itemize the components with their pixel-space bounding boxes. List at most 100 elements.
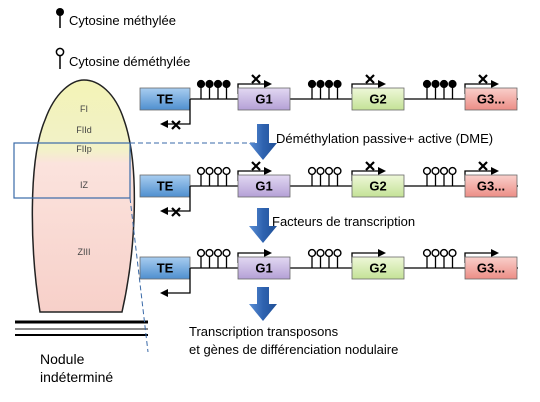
demethylated-cytosine-icon	[431, 248, 440, 258]
g3-box	[464, 174, 518, 198]
zone-label-ziii: ZIII	[78, 247, 91, 257]
g2-label: G2	[369, 179, 386, 194]
zoom-box	[13, 142, 131, 199]
step-arrow-3	[249, 287, 277, 321]
demethylated-cytosine-icon	[307, 166, 317, 176]
nodule: FI FIId FIIp IZ ZIII Nodule indéterminé	[13, 79, 262, 385]
methylated-cytosine-icon	[205, 79, 214, 89]
arrowhead-icon	[264, 249, 272, 257]
g2-label: G2	[369, 261, 386, 276]
zone-label-fiip: FIIp	[76, 144, 92, 154]
zone-label-iz: IZ	[80, 180, 89, 190]
methylated-cytosine-icon	[439, 79, 449, 89]
g1-label: G1	[255, 261, 272, 276]
arrowhead-icon	[160, 120, 168, 128]
methylated-cytosine-icon	[422, 79, 432, 89]
methylated-cytosine-icon	[316, 79, 325, 89]
g1-label: G1	[255, 92, 272, 107]
g3-label: G3...	[477, 261, 505, 276]
g3-label: G3...	[477, 92, 505, 107]
blocked-icon	[171, 120, 181, 130]
result-line2: et gènes de différenciation nodulaire	[189, 342, 398, 357]
zoom-connector	[129, 197, 149, 353]
arrowhead-icon	[491, 249, 499, 257]
blocked-icon	[365, 161, 375, 171]
legend-methylated-label: Cytosine méthylée	[69, 13, 176, 28]
demethylated-cytosine-icon	[222, 166, 231, 176]
step1-label: Déméthylation passive+ active (DME)	[276, 131, 493, 146]
demethylated-cytosine-icon	[205, 248, 214, 258]
blocked-icon	[171, 207, 181, 217]
legend-demethylated-label: Cytosine déméthylée	[69, 54, 190, 69]
arrowhead-icon	[491, 167, 499, 175]
demethylated-cytosine-icon	[316, 166, 325, 176]
methylated-cytosine-icon	[307, 79, 317, 89]
demethylated-cytosine-icon	[196, 248, 206, 258]
g2-box	[351, 87, 405, 111]
g2-box	[351, 256, 405, 280]
blocked-icon	[478, 74, 488, 84]
demethylated-cytosine-icon	[307, 248, 317, 258]
g3-label: G3...	[477, 179, 505, 194]
demethylated-cytosine-icon	[316, 248, 325, 258]
blocked-icon	[478, 161, 488, 171]
gene-row-3: TE G1 G2 G3...	[139, 248, 518, 297]
demethylated-cytosine-icon	[333, 166, 342, 176]
g2-box	[351, 174, 405, 198]
blocked-icon	[251, 74, 261, 84]
methylated-cytosine-icon	[431, 79, 440, 89]
methylated-cytosine-icon	[196, 79, 206, 89]
nodule-body	[31, 79, 136, 313]
step-arrow-1	[249, 124, 277, 160]
result-line1: Transcription transposons	[189, 324, 339, 339]
demethylated-cytosine-icon	[422, 248, 432, 258]
demethylated-cytosine-icon	[333, 248, 342, 258]
step-arrow-2	[249, 208, 277, 243]
arrowhead-icon	[378, 249, 386, 257]
legend: Cytosine méthylée Cytosine déméthylée	[55, 8, 190, 69]
demethylated-cytosine-icon	[222, 248, 231, 258]
blocked-icon	[365, 74, 375, 84]
g1-box	[237, 87, 291, 111]
te-arrow	[168, 268, 191, 294]
arrowhead-icon	[160, 289, 168, 297]
demethylated-cytosine-icon	[431, 166, 440, 176]
g1-box	[237, 256, 291, 280]
methylated-cytosine-icon	[56, 8, 64, 28]
demethylated-cytosine-icon	[448, 166, 457, 176]
demethylated-cytosine-icon	[55, 47, 65, 69]
arrowhead-icon	[264, 167, 272, 175]
te-label: TE	[157, 179, 174, 194]
g2-label: G2	[369, 92, 386, 107]
te-label: TE	[157, 92, 174, 107]
methylated-cytosine-icon	[213, 79, 223, 89]
demethylated-cytosine-icon	[439, 248, 449, 258]
demethylated-cytosine-icon	[439, 166, 449, 176]
te-label: TE	[157, 261, 174, 276]
gene-row-1: TE G1 G2 G3...	[139, 74, 518, 130]
blocked-icon	[251, 161, 261, 171]
gene-row-2: TE G1 G2 G3...	[139, 161, 518, 217]
methylated-cytosine-icon	[448, 79, 457, 89]
methylated-cytosine-icon	[222, 79, 231, 89]
demethylated-cytosine-icon	[324, 248, 334, 258]
zone-label-fi: FI	[80, 104, 88, 114]
zone-label-fiid: FIId	[76, 125, 92, 135]
methylated-cytosine-icon	[324, 79, 334, 89]
g1-box	[237, 174, 291, 198]
arrowhead-icon	[160, 207, 168, 215]
demethylated-cytosine-icon	[213, 166, 223, 176]
arrowhead-icon	[491, 80, 499, 88]
demethylated-cytosine-icon	[213, 248, 223, 258]
arrowhead-icon	[378, 80, 386, 88]
demethylated-cytosine-icon	[324, 166, 334, 176]
demethylated-cytosine-icon	[422, 166, 432, 176]
nodule-caption-line2: indéterminé	[40, 369, 113, 385]
nodule-caption-line1: Nodule	[40, 351, 85, 367]
demethylated-cytosine-icon	[448, 248, 457, 258]
step2-label: Facteurs de transcription	[272, 214, 415, 229]
g1-label: G1	[255, 179, 272, 194]
g3-box	[464, 87, 518, 111]
